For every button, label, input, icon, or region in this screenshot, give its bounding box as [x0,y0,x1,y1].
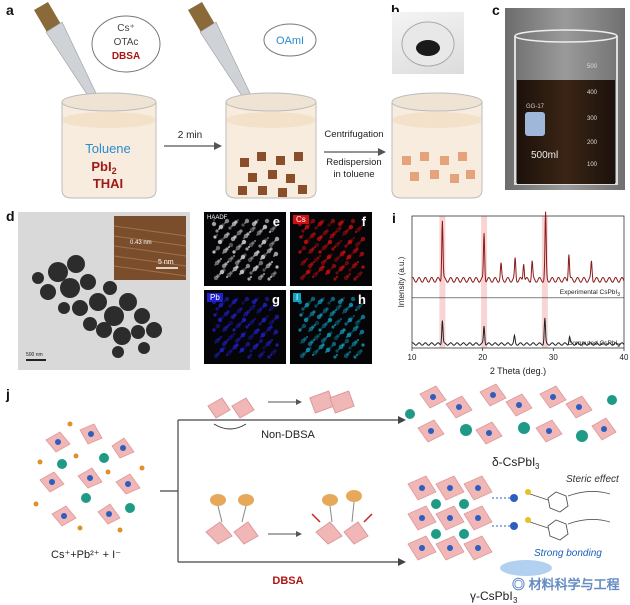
tem-lattice: 0.43 nm [130,240,152,246]
tem-scale: 500 nm [26,352,43,358]
beaker1-toluene: Toluene [85,141,131,156]
series-computed [411,317,625,346]
arrow2-line1: Centrifugation [324,129,383,140]
eds-map-letter: g [272,292,280,307]
legend-experimental: Experimental CsPbI3 [560,289,620,298]
annotation-bonding: Strong bonding [534,548,602,559]
dbsa-step [205,490,373,545]
delta-label: δ-CsPbI [492,455,535,469]
panel-b-photo [392,12,464,74]
beaker-mark-500: 500 [587,64,598,70]
panel-d-tem: 0.43 nm 5 nm 500 nm [18,212,190,370]
eds-map-letter: e [272,214,280,229]
panel-label-j: j [6,386,10,402]
x-tick-label: 40 [620,353,628,362]
eds-map-label: I [293,293,302,302]
beaker-brand: GG-17 [526,104,545,110]
beaker-1 [61,92,157,199]
watermark: ◎ 材料科学与工程 [512,574,620,593]
speech-bubble-2 [263,23,317,57]
series-experimental [411,211,625,283]
highlight-band [541,216,548,348]
panel-c-photo: GG-17 500 400 300 200 100 500ml [505,8,625,190]
watermark-icon: ◎ [512,577,529,592]
watermark-text: 材料科学与工程 [528,577,620,592]
x-tick-label: 20 [478,353,487,362]
gamma-phase-structure [407,475,611,576]
panel-a-scheme: Cs⁺ OTAc DBSA Toluene PbI2 THAI 2 min OA… [34,2,386,199]
bubble1-dbsa: DBSA [112,51,140,62]
beaker-mark-300: 300 [587,116,598,122]
bubble2-oami: OAmI [276,35,304,47]
beaker-volume: 500ml [531,150,558,161]
start-label: Cs⁺+Pb²⁺ + I⁻ [51,549,121,561]
beaker1-thai: THAI [93,176,123,191]
x-tick-label: 30 [549,353,558,362]
delta-label-sub: 3 [535,462,540,471]
svg-text:PbI2: PbI2 [91,159,116,176]
branch-lines [160,419,398,563]
beaker-mark-400: 400 [587,90,598,96]
panel-label-b: b [391,2,400,18]
legend-computed: Computed CsPbI3 [568,340,621,349]
panel-label-i: i [392,210,396,226]
delta-phase-structure [405,383,617,445]
x-tick-label: 10 [408,353,417,362]
eds-map-letter: h [358,292,366,307]
panel-label-a: a [6,2,14,18]
highlight-band [481,216,488,348]
panel-label-d: d [6,208,15,224]
panel-j-mechanism: Cs⁺+Pb²⁺ + I⁻ Non-DBSA DBSA [33,383,620,605]
highlight-band [439,216,446,348]
panel-label-c: c [492,2,500,18]
eds-map-label: Pb [207,293,223,302]
eds-map-f: Cs f [290,212,372,286]
branch-top-label: Non-DBSA [261,429,315,441]
tem-inset-scale: 5 nm [158,259,174,266]
arrow1-label: 2 min [178,130,202,141]
eds-map-label: Cs [293,215,309,224]
branch-bottom-label: DBSA [272,575,303,587]
gamma-label-sub: 3 [513,596,518,605]
arrow2-line2: Redispersion [326,157,381,168]
beaker1-pbi: PbI [91,159,111,174]
y-axis-label: Intensity (a.u.) [397,256,406,307]
non-dbsa-step [207,390,355,430]
beaker-mark-100: 100 [587,162,598,168]
nanocubes-dark [238,152,307,197]
start-mixture [33,421,145,533]
bubble1-otac: OTAc [114,37,139,48]
beaker1-pbi-sub: 2 [112,166,117,176]
beaker-2 [225,92,317,199]
nanocubes-light [402,152,475,183]
plot-frame [411,215,625,349]
eds-map-label: HAADF [207,215,228,221]
speech-bubble-1 [91,15,161,73]
arrow2-line3: in toluene [333,169,374,180]
beaker-mark-200: 200 [587,140,598,146]
gamma-label: γ-CsPbI [470,589,513,603]
bubble1-cs: Cs⁺ [117,23,135,34]
eds-map-g: Pb g [204,290,286,364]
x-axis-label: 2 Theta (deg.) [490,366,546,376]
eds-map-letter: f [361,214,366,229]
beaker-3 [391,92,483,199]
eds-map-e: HAADF e [204,212,286,286]
annotation-steric: Steric effect [566,474,620,485]
